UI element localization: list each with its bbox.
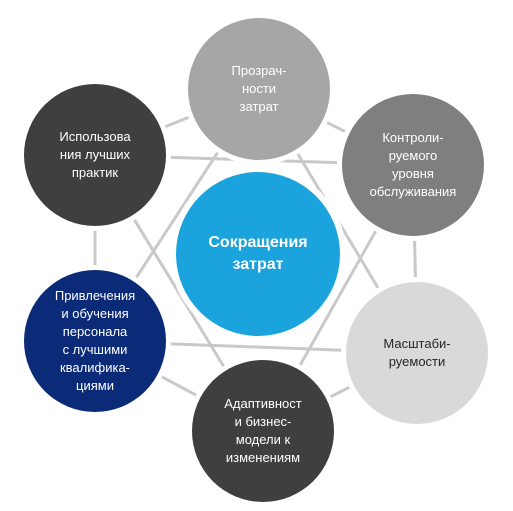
node-label: Привлечения и обучения персонала с лучши… bbox=[54, 288, 136, 393]
node-label: Прозрач- ности затрат bbox=[231, 63, 287, 114]
node-cost-transparency: Прозрач- ности затрат bbox=[188, 18, 330, 160]
center-label: Сокращения затрат bbox=[208, 234, 308, 273]
node-controlled-service-level: Контроли- руемого уровня обслуживания bbox=[342, 94, 484, 236]
node-label: Адаптивност и бизнес- модели к изменения… bbox=[224, 396, 302, 465]
node-label: Использова ния лучших практик bbox=[59, 129, 131, 180]
node-best-practices: Использова ния лучших практик bbox=[24, 84, 166, 226]
node-business-model-adaptability: Адаптивност и бизнес- модели к изменения… bbox=[192, 360, 334, 502]
node-label: Контроли- руемого уровня обслуживания bbox=[369, 130, 457, 199]
node-staff-recruitment-training: Привлечения и обучения персонала с лучши… bbox=[24, 270, 166, 412]
node-cost-reduction-center: Сокращения затрат bbox=[176, 172, 340, 336]
node-label: Масштаби- руемости bbox=[383, 336, 451, 369]
node-scalability: Масштаби- руемости bbox=[346, 282, 488, 424]
